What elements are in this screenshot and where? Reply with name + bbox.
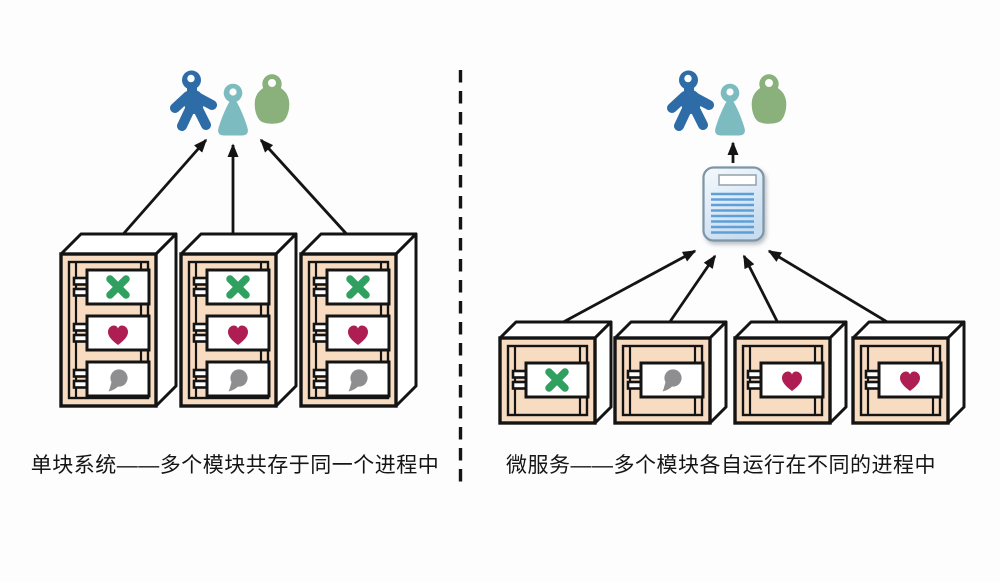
service-document-icon bbox=[702, 166, 765, 242]
user-figure-green bbox=[751, 74, 787, 124]
left-arrows bbox=[116, 138, 354, 241]
monolith-box-1 bbox=[58, 229, 179, 409]
user-figure-green bbox=[254, 74, 290, 124]
left-panel-caption: 单块系统——多个模块共存于同一个进程中 bbox=[30, 454, 440, 477]
user-figure-teal bbox=[715, 83, 745, 136]
user-figure-blue bbox=[667, 69, 714, 133]
microservice-box-1 bbox=[497, 319, 614, 426]
right-panel-caption: 微服务——多个模块各自运行在不同的进程中 bbox=[506, 454, 936, 477]
monolith-box-3 bbox=[298, 229, 419, 409]
user-figure-blue bbox=[170, 69, 217, 133]
monolith-box-2 bbox=[178, 229, 299, 409]
user-figure-teal bbox=[218, 83, 248, 136]
right-arrows bbox=[555, 141, 895, 328]
microservice-box-3 bbox=[732, 319, 849, 426]
microservice-box-2 bbox=[612, 319, 729, 426]
microservice-box-4 bbox=[850, 319, 967, 426]
